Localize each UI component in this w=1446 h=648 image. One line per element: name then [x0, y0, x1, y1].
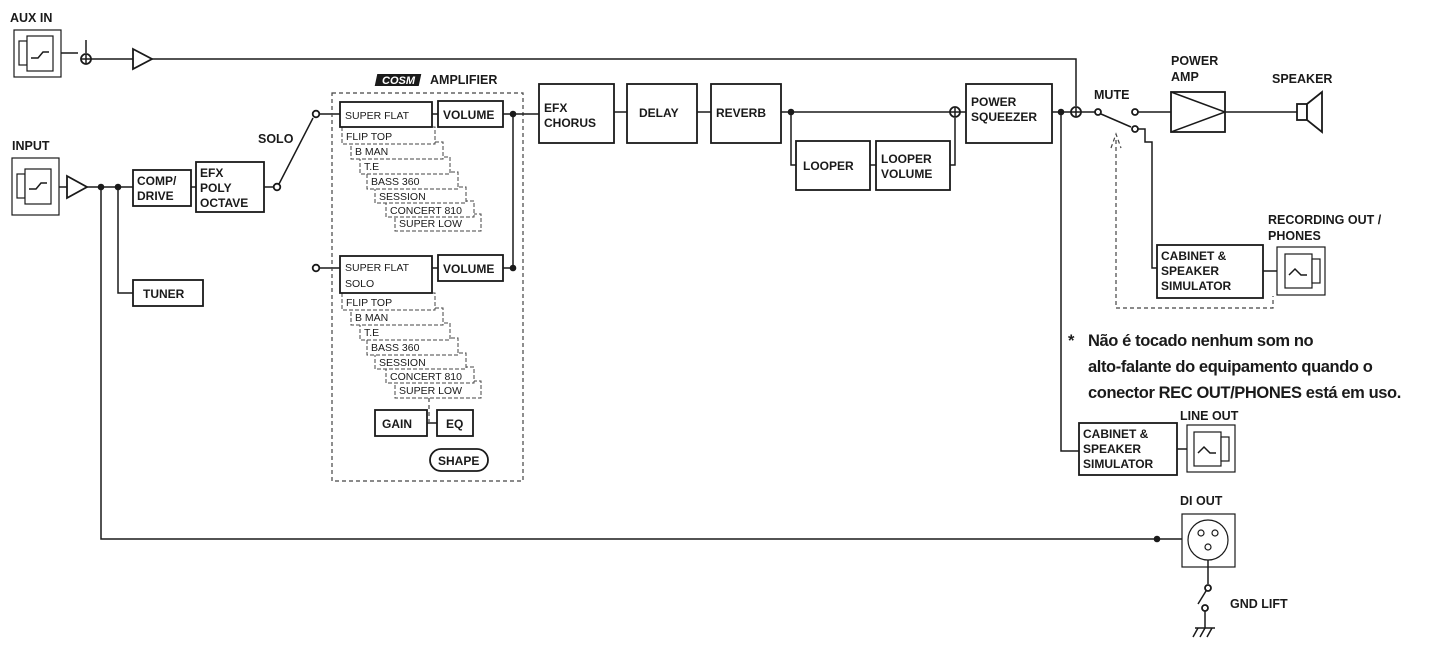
- svg-text:LOOPER: LOOPER: [803, 159, 854, 173]
- recording-out-jack-icon: [1276, 246, 1326, 296]
- svg-text:FLIP TOP: FLIP TOP: [346, 131, 392, 143]
- svg-text:SUPER LOW: SUPER LOW: [399, 218, 462, 230]
- svg-text:SUPER FLAT: SUPER FLAT: [345, 262, 410, 274]
- svg-text:GAIN: GAIN: [382, 417, 412, 431]
- svg-text:SQUEEZER: SQUEEZER: [971, 110, 1037, 124]
- svg-text:SUPER FLAT: SUPER FLAT: [345, 110, 410, 122]
- power-amp-label-2: AMP: [1171, 70, 1199, 84]
- eq-block: EQ: [436, 409, 474, 437]
- input-preamp-icon: [66, 174, 89, 200]
- svg-text:POWER: POWER: [971, 95, 1017, 109]
- svg-text:B MAN: B MAN: [355, 312, 388, 324]
- input-label: INPUT: [12, 139, 50, 153]
- svg-text:SIMULATOR: SIMULATOR: [1161, 279, 1232, 293]
- amp-model-stack-1: SUPER LOW CONCERT 810 SESSION BASS 360 T…: [339, 101, 482, 232]
- svg-text:T.E: T.E: [364, 161, 379, 173]
- recording-out-label-2: PHONES: [1268, 229, 1321, 243]
- shape-button: SHAPE: [429, 448, 489, 472]
- note-line-2: alto-falante do equipamento quando o: [1088, 358, 1373, 376]
- line-out-label: LINE OUT: [1180, 409, 1239, 423]
- svg-text:COSM: COSM: [382, 75, 416, 87]
- svg-text:TUNER: TUNER: [143, 287, 185, 301]
- amplifier-label: AMPLIFIER: [430, 73, 497, 87]
- recording-out-label-1: RECORDING OUT /: [1268, 213, 1382, 227]
- cabinet-simulator-rec-block: CABINET & SPEAKER SIMULATOR: [1156, 244, 1264, 299]
- power-squeezer-block: POWER SQUEEZER: [965, 83, 1053, 144]
- svg-text:CABINET &: CABINET &: [1161, 249, 1227, 263]
- svg-text:COMP/: COMP/: [137, 174, 177, 188]
- amplifier-frame: [331, 92, 524, 482]
- comp-drive-block: COMP/ DRIVE: [132, 169, 192, 207]
- svg-text:VOLUME: VOLUME: [443, 108, 494, 122]
- solo-switch-icon: [272, 109, 321, 273]
- svg-text:EFX: EFX: [200, 166, 223, 180]
- volume-block-1: VOLUME: [437, 100, 504, 128]
- di-out-xlr-icon: [1181, 513, 1236, 568]
- svg-text:CHORUS: CHORUS: [544, 116, 596, 130]
- volume-block-2: VOLUME: [437, 254, 504, 282]
- gnd-lift-label: GND LIFT: [1230, 597, 1288, 611]
- aux-in-label: AUX IN: [10, 11, 52, 25]
- svg-text:SPEAKER: SPEAKER: [1083, 442, 1141, 456]
- cabinet-simulator-line-block: CABINET & SPEAKER SIMULATOR: [1078, 422, 1178, 476]
- input-jack-icon: [11, 157, 60, 216]
- svg-text:VOLUME: VOLUME: [881, 167, 932, 181]
- svg-text:EQ: EQ: [446, 417, 463, 431]
- power-amp-icon: [1170, 91, 1228, 133]
- svg-text:SOLO: SOLO: [345, 278, 374, 290]
- power-amp-label-1: POWER: [1171, 54, 1218, 68]
- solo-label: SOLO: [258, 132, 294, 146]
- looper-sum-node-icon: [949, 106, 961, 118]
- svg-text:SHAPE: SHAPE: [438, 454, 479, 468]
- gain-block: GAIN: [374, 409, 428, 437]
- svg-text:LOOPER: LOOPER: [881, 152, 932, 166]
- cosm-logo: COSM: [374, 74, 422, 87]
- di-out-label: DI OUT: [1180, 494, 1223, 508]
- svg-text:B MAN: B MAN: [355, 146, 388, 158]
- svg-text:REVERB: REVERB: [716, 106, 766, 120]
- aux-sum-node-icon: [80, 53, 92, 65]
- amp-model-stack-2: SUPER LOW CONCERT 810 SESSION BASS 360 T…: [339, 255, 482, 399]
- note-asterisk: *: [1068, 332, 1075, 350]
- note-line-1: Não é tocado nenhum som no: [1088, 332, 1314, 350]
- svg-text:SUPER LOW: SUPER LOW: [399, 385, 462, 397]
- svg-text:VOLUME: VOLUME: [443, 262, 494, 276]
- svg-text:CONCERT 810: CONCERT 810: [390, 371, 462, 383]
- note-line-3: conector REC OUT/PHONES está em uso.: [1088, 384, 1401, 402]
- ground-icon: [1192, 627, 1215, 638]
- speaker-label: SPEAKER: [1272, 72, 1332, 86]
- mute-label: MUTE: [1094, 88, 1129, 102]
- reverb-block: REVERB: [710, 83, 782, 144]
- svg-text:BASS 360: BASS 360: [371, 342, 420, 354]
- line-out-jack-icon: [1186, 424, 1236, 473]
- gnd-lift-switch-icon: [1197, 584, 1212, 628]
- looper-volume-block: LOOPER VOLUME: [875, 140, 951, 191]
- svg-text:OCTAVE: OCTAVE: [200, 196, 248, 210]
- efx-chorus-block: EFX CHORUS: [538, 83, 615, 144]
- aux-preamp-icon: [132, 47, 154, 71]
- svg-text:SESSION: SESSION: [379, 357, 426, 369]
- svg-text:BASS 360: BASS 360: [371, 176, 420, 188]
- svg-text:SPEAKER: SPEAKER: [1161, 264, 1219, 278]
- svg-text:T.E: T.E: [364, 327, 379, 339]
- svg-text:SIMULATOR: SIMULATOR: [1083, 457, 1154, 471]
- aux-in-jack-icon: [13, 29, 62, 78]
- looper-block: LOOPER: [795, 140, 871, 191]
- svg-text:CONCERT 810: CONCERT 810: [390, 205, 462, 217]
- mute-switch-icon: [1094, 108, 1139, 133]
- efx-poly-octave-block: EFX POLY OCTAVE: [195, 161, 265, 213]
- power-amp-sum-node-icon: [1070, 106, 1082, 118]
- svg-text:POLY: POLY: [200, 181, 232, 195]
- svg-text:CABINET &: CABINET &: [1083, 427, 1149, 441]
- svg-text:SESSION: SESSION: [379, 191, 426, 203]
- speaker-icon: [1296, 90, 1323, 134]
- tuner-block: TUNER: [132, 279, 204, 307]
- svg-text:EFX: EFX: [544, 101, 567, 115]
- delay-block: DELAY: [626, 83, 698, 144]
- svg-text:FLIP TOP: FLIP TOP: [346, 297, 392, 309]
- svg-text:DRIVE: DRIVE: [137, 189, 174, 203]
- svg-text:DELAY: DELAY: [639, 106, 679, 120]
